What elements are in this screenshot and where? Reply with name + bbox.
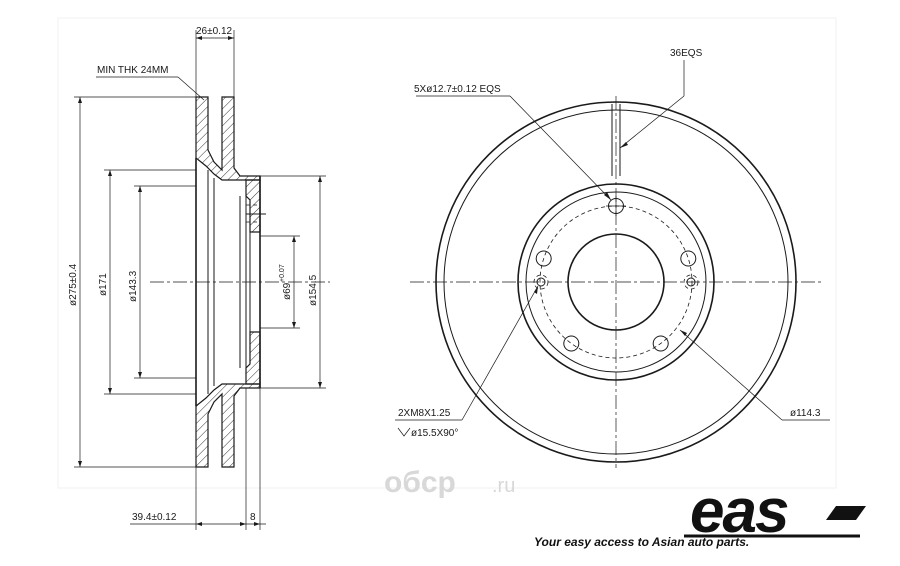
- chamfer-label: ø15.5X90°: [411, 428, 458, 439]
- diameter-171-label: ø171: [98, 273, 109, 296]
- bolt-holes-label: 5Xø12.7±0.12 EQS: [414, 84, 501, 95]
- min-thickness-label: MIN THK 24MM: [97, 65, 169, 76]
- hub-diameter-label: ø154.5: [308, 274, 319, 306]
- pcd-label: ø114.3: [790, 408, 821, 419]
- bore-tolerance-label: +0.07: [279, 264, 286, 282]
- side-section-view: [74, 30, 330, 530]
- brand-tagline: Your easy access to Asian auto parts.: [534, 535, 749, 549]
- front-view: [395, 60, 830, 468]
- drawing-frame: [57, 17, 837, 489]
- watermark-suffix: .ru: [492, 475, 515, 497]
- thread-label: 2XM8X1.25: [398, 408, 451, 419]
- slots-count-label: 36EQS: [670, 48, 703, 59]
- thickness-label: 26±0.12: [196, 26, 233, 37]
- height-label: 39.4±0.12: [132, 512, 177, 523]
- diameter-143-label: ø143.3: [128, 270, 139, 302]
- brand-logo: eas: [684, 477, 866, 546]
- bore-diameter-label: ø69: [282, 282, 293, 300]
- outer-diameter-label: ø275±0.4: [68, 263, 79, 306]
- watermark-logo: oбcp: [384, 466, 456, 499]
- hub-thickness-label: 8: [250, 512, 256, 523]
